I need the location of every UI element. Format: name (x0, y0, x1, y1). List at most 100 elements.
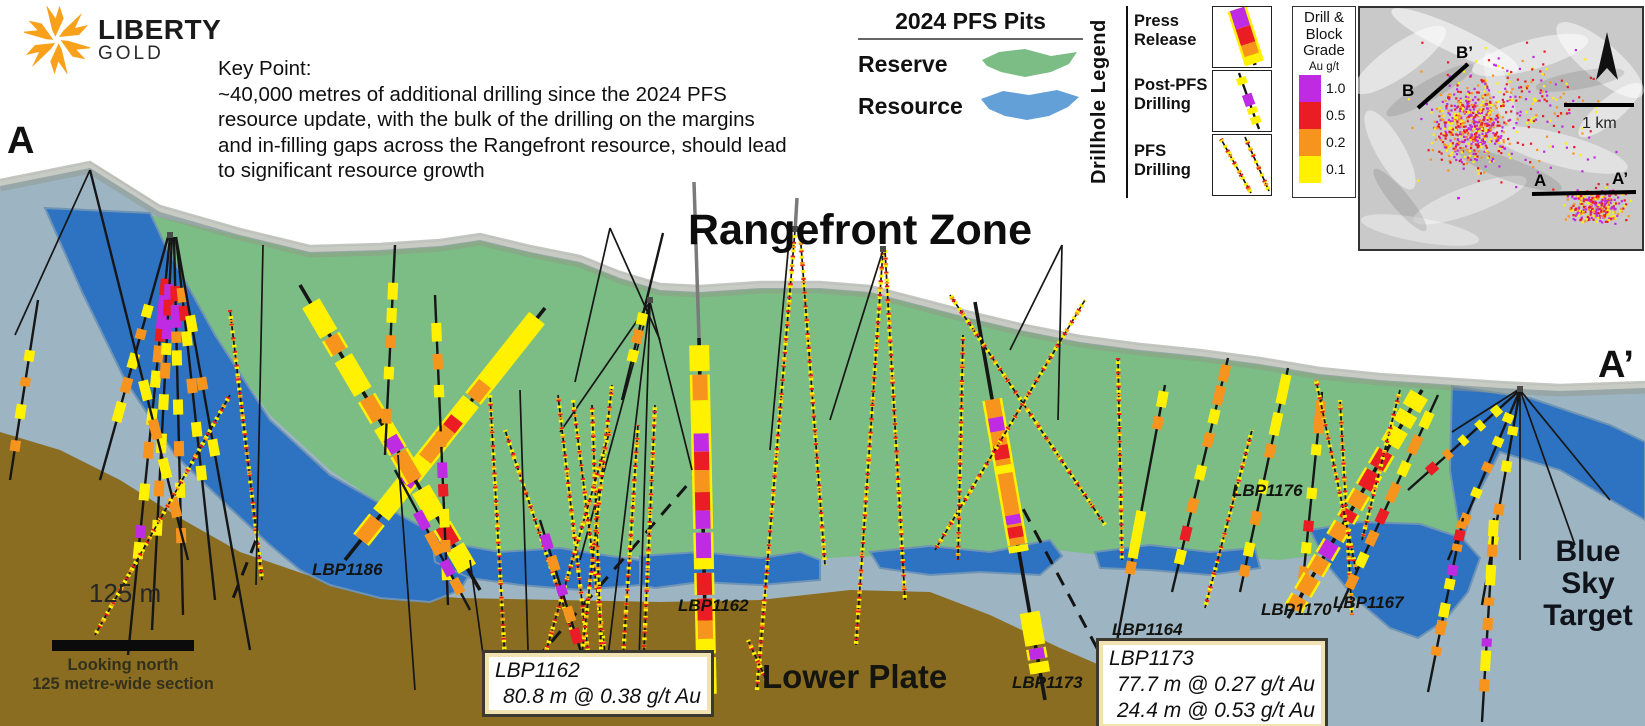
legend-row-reserve: Reserve (858, 47, 1083, 81)
section-title: Rangefront Zone (688, 206, 1032, 254)
callout-line: 24.4 m @ 0.53 g/t Au (1117, 699, 1315, 722)
section-marker-a-prime: A’ (1598, 344, 1634, 386)
fault-dashed (228, 539, 258, 607)
post-pfs-sample (1212, 70, 1272, 132)
pfs-drilling-sample (1212, 134, 1272, 196)
drillhole-label: LBP1162 (678, 596, 749, 615)
drillhole (1242, 136, 1270, 192)
grade-swatch (1299, 155, 1321, 183)
drillhole (973, 301, 1051, 701)
drillhole (948, 293, 1107, 527)
drillhole (538, 519, 587, 666)
drillhole (1426, 517, 1468, 693)
reserve-pit-region (150, 215, 1462, 562)
drillhole (606, 301, 651, 666)
drillhole-label: LBP1164 (1112, 620, 1183, 639)
resource-pit-swatch (981, 90, 1079, 120)
key-point-text: Key Point: ~40,000 metres of additional … (218, 56, 858, 184)
drillhole (769, 229, 791, 451)
scale-bar-label: 125 m (88, 578, 162, 608)
drillhole (1115, 357, 1125, 561)
map-label-b: B (1402, 81, 1414, 100)
drillhole-label: LBP1167 (1333, 593, 1404, 612)
casing-stub (692, 181, 701, 339)
reserve-pit-swatch (982, 49, 1077, 77)
drillhole-label: LBP1173 (1012, 673, 1083, 692)
scale-bar-caption: Looking north 125 metre-wide section (18, 656, 228, 694)
map-label-a-prime: A’ (1612, 169, 1628, 188)
drillhole (579, 301, 651, 561)
grade-value: 0.1 (1326, 161, 1346, 177)
drillhole (589, 404, 606, 696)
legend-divider (1126, 6, 1128, 198)
drillhole (639, 404, 658, 696)
drillhole-label: LBP1186 (312, 560, 383, 579)
key-point-line: resource update, with the bulk of the dr… (218, 108, 755, 131)
drillhole (14, 169, 91, 336)
grade-value: 0.5 (1326, 107, 1346, 123)
drillhole-label: LBP1176 (1232, 481, 1303, 500)
collar-point (167, 232, 173, 238)
callout-line: 80.8 m @ 0.38 g/t Au (503, 685, 701, 708)
drillhole (8, 299, 40, 481)
drillhole-legend: Drillhole Legend Press Release Post-PFS … (1088, 4, 1276, 200)
drillhole (93, 393, 232, 637)
drillhole (853, 249, 886, 646)
blue-sky-line: Target (1543, 599, 1633, 632)
drillhole (620, 232, 665, 401)
resource-label: Resource (858, 92, 963, 119)
drillhole (955, 334, 966, 561)
drillhole (98, 236, 170, 481)
logo-brand-text: LIBERTY (98, 14, 222, 45)
press-release-sample (1212, 6, 1272, 68)
blue-sky-line: Sky (1561, 567, 1615, 600)
drillhole (174, 236, 252, 651)
fault-dashed (538, 467, 704, 656)
drillhole (746, 639, 772, 689)
drillhole (637, 301, 651, 696)
scale-caption-line: 125 metre-wide section (32, 675, 214, 693)
callout-line: LBP1162 (495, 659, 580, 682)
drillhole (487, 394, 508, 661)
drillhole (1238, 367, 1292, 593)
grade-stop: 0.5 (1299, 101, 1355, 129)
map-label-a: A (1534, 171, 1546, 190)
grade-legend-title: Grade (1303, 42, 1345, 59)
lower-plate-label: Lower Plate (762, 658, 948, 695)
drillhole (754, 229, 798, 691)
collar-point (792, 226, 798, 232)
drill-dots (1407, 41, 1633, 225)
drillhole (649, 301, 693, 471)
drillhole (1478, 517, 1499, 723)
drillhole (1202, 429, 1255, 609)
drillhole (397, 454, 416, 691)
key-point-line: Key Point: (218, 57, 312, 80)
key-point-line: to significant resource growth (218, 159, 485, 182)
drillhole (1313, 379, 1359, 571)
liberty-gold-logo: LIBERTY GOLD (24, 6, 221, 74)
callout-line: 77.7 m @ 0.27 g/t Au (1117, 673, 1315, 696)
pfs-pits-legend-title: 2024 PFS Pits (858, 8, 1083, 40)
legend-row-resource: Resource (858, 88, 1083, 124)
drillhole (1519, 389, 1611, 501)
intercept-callout: LBP1162 80.8 m @ 0.38 g/t Au (482, 650, 714, 717)
section-marker-a: A (7, 120, 35, 162)
lower-plate-region (0, 432, 1310, 726)
post-pfs-drilling-label: Post-PFS Drilling (1134, 76, 1208, 113)
drillhole (1451, 389, 1519, 433)
drillhole (1284, 389, 1428, 619)
drillhole (126, 236, 172, 656)
drillhole (542, 429, 613, 656)
drillhole (431, 294, 452, 606)
grade-stop: 0.1 (1299, 155, 1355, 183)
collar-point (1517, 386, 1523, 392)
grade-swatch (1299, 128, 1321, 156)
drillhole (519, 389, 529, 651)
grade-swatch (1299, 74, 1321, 102)
